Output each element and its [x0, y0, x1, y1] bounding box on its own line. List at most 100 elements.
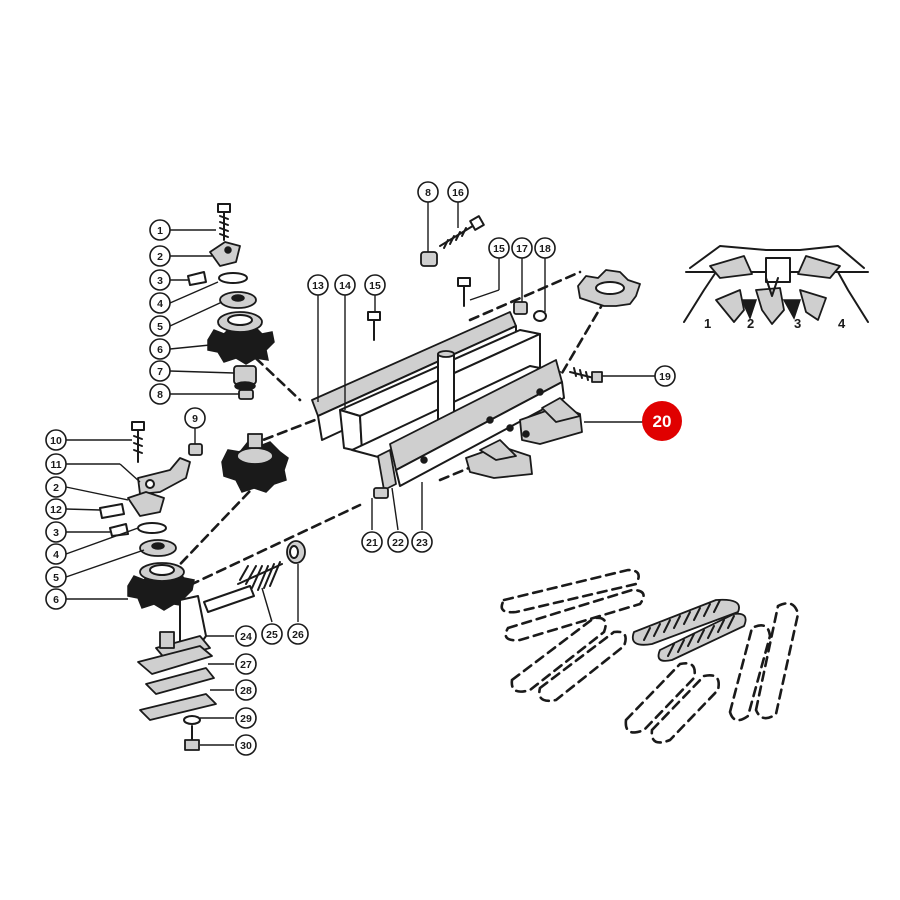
callout-15-left-label: 15	[369, 280, 381, 292]
row-label-4: 4	[838, 316, 846, 331]
callout-22: 22	[387, 531, 409, 553]
chain-path-right	[553, 298, 607, 387]
washer-part-4-upper	[218, 272, 248, 284]
callout-4-lower: 4	[45, 543, 67, 565]
callout-6-lower-label: 6	[53, 594, 59, 606]
bolt-part-15-right	[457, 277, 471, 307]
callout-14: 14	[334, 274, 356, 296]
callout-18-label: 18	[539, 243, 551, 255]
nut-part-17	[513, 301, 528, 315]
callout-19-label: 19	[659, 371, 671, 383]
chain-path-top-left	[243, 346, 302, 402]
sprocket-part-6-upper	[207, 311, 275, 365]
callout-26-label: 26	[292, 629, 304, 641]
callout-15-left: 15	[364, 274, 386, 296]
bolt-part-19	[569, 367, 603, 383]
bolt-part-16	[439, 215, 485, 249]
callout-8: 8	[149, 383, 171, 405]
row-label-2: 2	[747, 316, 754, 331]
callout-25: 25	[261, 623, 283, 645]
callout-30-label: 30	[240, 740, 252, 752]
callout-4-label: 4	[157, 298, 163, 310]
callout-11: 11	[45, 453, 67, 475]
callout-20-label: 20	[653, 412, 672, 431]
callout-9: 9	[184, 407, 206, 429]
callout-27: 27	[235, 653, 257, 675]
callout-8-top-label: 8	[425, 187, 431, 199]
callout-9-label: 9	[192, 413, 198, 425]
plate-part-27	[137, 645, 213, 675]
callout-21-label: 21	[366, 537, 378, 549]
bolt-part-1	[217, 203, 231, 241]
callout-15-right-label: 15	[493, 243, 505, 255]
callout-10: 10	[45, 429, 67, 451]
frame-assembly	[311, 311, 565, 491]
nut-part-9	[188, 443, 203, 456]
stripper-part-20	[465, 397, 583, 479]
callout-5: 5	[149, 315, 171, 337]
callout-24-label: 24	[240, 631, 252, 643]
row-unit-diagram	[683, 245, 869, 325]
callout-8-label: 8	[157, 389, 163, 401]
callout-5-label: 5	[157, 321, 163, 333]
sprocket-top-right	[577, 269, 641, 307]
nut-part-21	[373, 487, 389, 499]
callout-3-lower: 3	[45, 521, 67, 543]
screw-part-12	[99, 503, 125, 519]
callout-11-label: 11	[50, 459, 61, 471]
callout-8-top: 8	[417, 181, 439, 203]
hub-part-7	[233, 365, 257, 391]
callout-2-lower: 2	[45, 476, 67, 498]
bearing-part-5-lower	[139, 539, 177, 557]
callout-29: 29	[235, 707, 257, 729]
callout-14-label: 14	[339, 280, 351, 292]
row-label-1: 1	[704, 316, 711, 331]
callout-17: 17	[511, 237, 533, 259]
callout-28-label: 28	[240, 685, 252, 697]
callout-1: 1	[149, 219, 171, 241]
callout-20-highlight: 20	[642, 401, 682, 441]
callout-1-label: 1	[157, 225, 163, 237]
callout-13-label: 13	[312, 280, 324, 292]
screw-part-3-upper	[187, 271, 207, 286]
callout-17-label: 17	[516, 243, 528, 255]
callout-16-label: 16	[452, 187, 464, 199]
callout-22-label: 22	[392, 537, 404, 549]
nut-part-8-upper	[238, 389, 254, 400]
callout-13: 13	[307, 274, 329, 296]
callout-15-right: 15	[488, 237, 510, 259]
sprocket-part-6-lower	[127, 562, 195, 611]
plate-part-27b	[145, 667, 215, 695]
callout-4-lower-label: 4	[53, 549, 59, 561]
callout-23-label: 23	[416, 537, 428, 549]
callout-19: 19	[654, 365, 676, 387]
callout-5-lower: 5	[45, 566, 67, 588]
bolt-part-15-left	[367, 311, 381, 341]
callout-30: 30	[235, 734, 257, 756]
nut-part-8-top	[420, 251, 438, 267]
callout-5-lower-label: 5	[53, 572, 59, 584]
callout-27-label: 27	[240, 659, 252, 671]
callout-28: 28	[235, 679, 257, 701]
callout-16: 16	[447, 181, 469, 203]
callout-24: 24	[235, 625, 257, 647]
callout-3: 3	[149, 269, 171, 291]
callout-2-label: 2	[157, 251, 163, 263]
shaft-part-24	[155, 585, 255, 661]
spring-part-25	[237, 561, 283, 591]
plate-part-28	[139, 693, 217, 721]
callout-7: 7	[149, 360, 171, 382]
callout-29-label: 29	[240, 713, 252, 725]
callout-7-label: 7	[157, 366, 163, 378]
washer-part-29	[183, 715, 201, 725]
sprocket-mid-left	[221, 433, 289, 493]
callout-12: 12	[45, 498, 67, 520]
callout-12-label: 12	[50, 504, 62, 516]
strip-part-22	[377, 449, 397, 491]
bush-part-26	[286, 540, 306, 564]
callout-3-lower-label: 3	[53, 527, 59, 539]
row-label-3: 3	[794, 316, 801, 331]
callout-6-label: 6	[157, 344, 163, 356]
